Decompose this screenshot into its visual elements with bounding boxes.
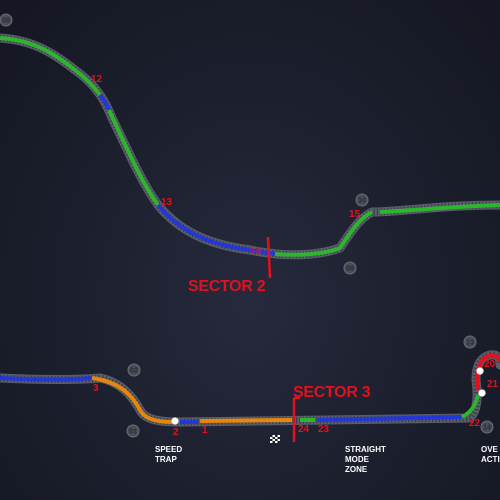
turn-number-12: 12 bbox=[91, 74, 103, 85]
speed-trap-label: SPEED TRAP bbox=[155, 445, 182, 464]
distance-marker-m2: 10 bbox=[358, 198, 366, 205]
distance-marker-m1: 08 bbox=[2, 18, 10, 25]
sector-3-marker: SECTOR 3 bbox=[292, 384, 371, 442]
distance-markers: 08 10 09 02 01 13 14 bbox=[0, 13, 494, 438]
turn-number-14: 14 bbox=[250, 246, 262, 257]
distance-marker-m5: 01 bbox=[129, 429, 137, 436]
turn-20-dot bbox=[476, 367, 484, 375]
distance-marker-m4: 02 bbox=[130, 368, 138, 375]
svg-text:STRAIGHT: STRAIGHT bbox=[345, 445, 386, 454]
svg-text:TRAP: TRAP bbox=[155, 455, 177, 464]
turn-number-1: 1 bbox=[202, 425, 208, 436]
turn-number-2: 2 bbox=[173, 427, 179, 438]
turn-number-23: 23 bbox=[318, 424, 330, 435]
turn-21-dot bbox=[478, 389, 486, 397]
distance-marker-m6: 13 bbox=[466, 340, 474, 347]
sector-3-label: SECTOR 3 bbox=[293, 384, 371, 401]
segment-red-bottom bbox=[475, 353, 500, 391]
turn-number-3: 3 bbox=[93, 383, 99, 394]
turn-number-20: 20 bbox=[484, 359, 496, 370]
lower-segments bbox=[0, 353, 500, 424]
segment-blue-bottom-3 bbox=[317, 415, 463, 422]
speed-trap-dot bbox=[171, 417, 179, 425]
svg-text:SPEED: SPEED bbox=[155, 445, 182, 454]
segment-green-top-2 bbox=[107, 109, 160, 207]
segment-green-bottom-2 bbox=[461, 394, 480, 419]
segment-green-top-1 bbox=[0, 36, 102, 97]
turn-number-21: 21 bbox=[487, 379, 499, 390]
checker-pattern bbox=[270, 435, 280, 443]
turn-number-13: 13 bbox=[161, 197, 173, 208]
segment-green-top-4 bbox=[379, 203, 500, 214]
svg-text:OVE: OVE bbox=[481, 445, 499, 454]
distance-marker-m3: 09 bbox=[346, 266, 354, 273]
turn-number-24: 24 bbox=[298, 424, 310, 435]
segment-orange-bottom-1 bbox=[91, 376, 173, 424]
segment-green-top-3 bbox=[274, 210, 373, 257]
straight-mode-zone-label: STRAIGHT MODE ZONE bbox=[345, 445, 386, 474]
turn-numbers: 12 13 14 15 3 2 1 24 23 22 21 20 bbox=[91, 74, 499, 438]
upper-segments bbox=[0, 36, 500, 257]
svg-text:ZONE: ZONE bbox=[345, 465, 368, 474]
sector-2-label: SECTOR 2 bbox=[188, 278, 266, 295]
segment-blue-top-3 bbox=[249, 248, 276, 256]
distance-marker-m7: 14 bbox=[483, 425, 491, 432]
sector-2-marker: SECTOR 2 bbox=[188, 236, 272, 295]
track-dots bbox=[171, 367, 486, 443]
segment-blue-bottom-1 bbox=[0, 376, 93, 382]
segment-orange-bottom-2 bbox=[199, 418, 293, 423]
segment-blue-top-2 bbox=[156, 203, 251, 252]
overtake-label: OVE ACTI bbox=[481, 445, 500, 464]
svg-text:ACTI: ACTI bbox=[481, 455, 500, 464]
svg-text:MODE: MODE bbox=[345, 455, 370, 464]
segment-blue-top-1 bbox=[98, 93, 111, 111]
turn-number-15: 15 bbox=[349, 209, 361, 220]
track-outline bbox=[0, 33, 500, 427]
turn-number-22: 22 bbox=[469, 418, 481, 429]
